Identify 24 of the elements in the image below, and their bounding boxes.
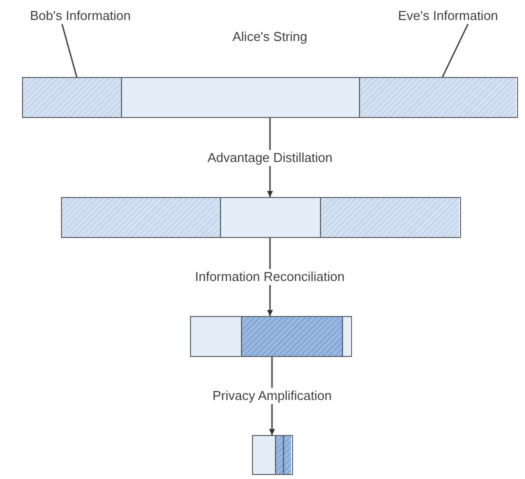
bar-segment xyxy=(62,198,220,237)
bar-segment xyxy=(342,317,350,356)
bar-segment xyxy=(283,436,291,474)
bar-segment xyxy=(191,317,241,356)
string-bar xyxy=(252,435,293,475)
part-label: Alice's String xyxy=(232,29,308,45)
bar-segment xyxy=(23,78,121,117)
edge-label: Information Reconciliation xyxy=(193,269,347,285)
bar-segment xyxy=(220,198,320,237)
bar-segment xyxy=(253,436,275,474)
bar-segment xyxy=(275,436,283,474)
edge-label: Privacy Amplification xyxy=(210,388,334,404)
string-bar xyxy=(22,77,518,118)
string-bar xyxy=(190,316,352,357)
bar-segment xyxy=(121,78,359,117)
bar-segment xyxy=(359,78,516,117)
leader-line xyxy=(441,24,469,78)
bar-segment xyxy=(320,198,459,237)
callout-label: Eve's Information xyxy=(398,8,498,24)
edge-label: Advantage Distillation xyxy=(206,150,335,166)
string-bar xyxy=(61,197,461,238)
leader-line xyxy=(61,24,78,78)
callout-label: Bob's Information xyxy=(30,8,131,24)
bar-segment xyxy=(241,317,342,356)
